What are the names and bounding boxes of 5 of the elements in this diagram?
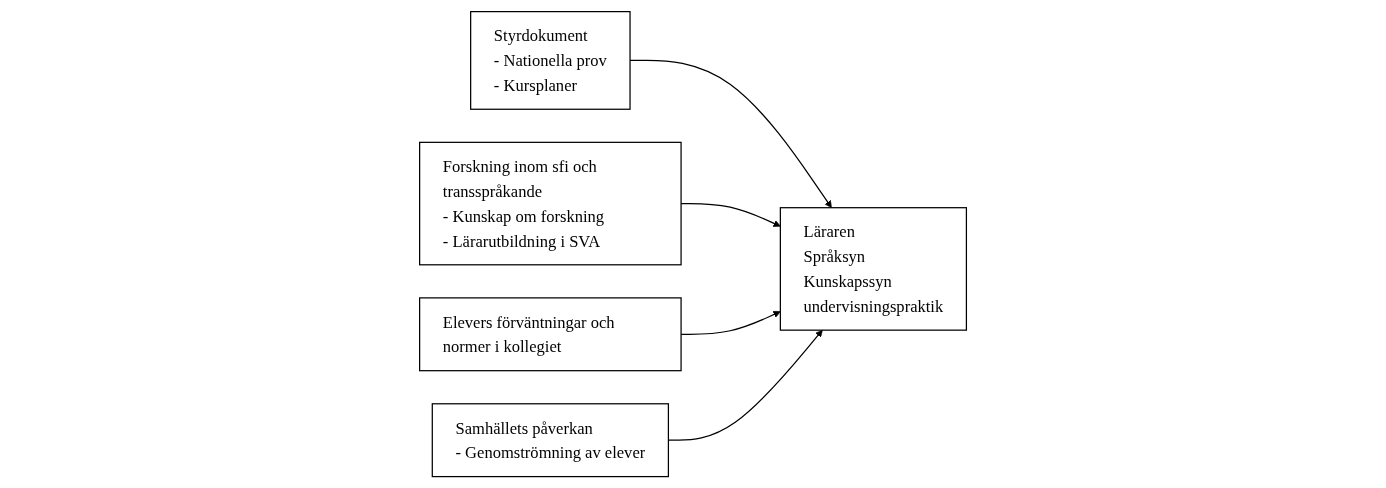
node-box: Styrdokument - Nationella prov - Kursplaner: [470, 10, 631, 110]
node-box: Elevers förväntningar och normer i kollegiet: [419, 297, 682, 372]
node-box: Samhällets påverkan - Genomströmning av elever: [431, 403, 669, 478]
node-box: Läraren Språksyn Kunskapssyn undervisningspraktik: [779, 207, 967, 331]
node-box: Forskning inom sfi och transspråkande - Kunskap om forskning - Lärarutbildning i SVA: [419, 141, 682, 266]
